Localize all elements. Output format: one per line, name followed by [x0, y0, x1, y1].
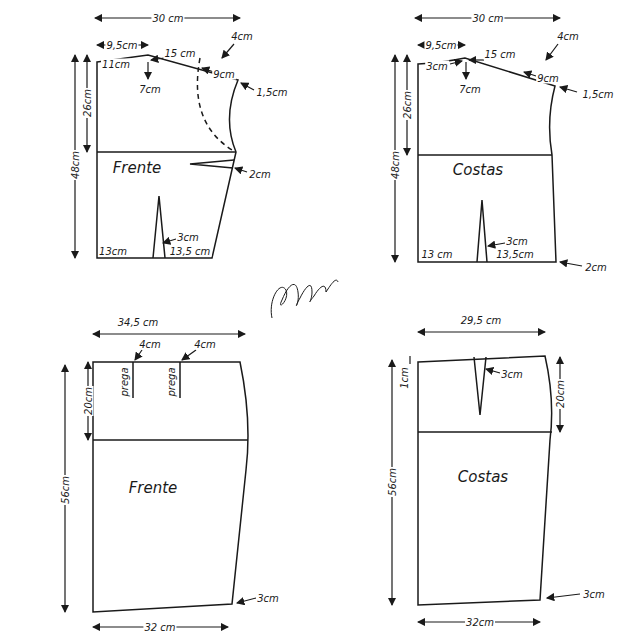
pattern-line [93, 439, 248, 441]
dimension-label: 30 cm [471, 13, 504, 24]
pattern-line [132, 362, 134, 398]
pleat-label: prega [166, 366, 177, 397]
dimension-label: 13 cm [420, 249, 453, 260]
dimension-label: 4cm [556, 31, 580, 42]
pattern-line [153, 196, 165, 258]
dimension-label: 4cm [230, 31, 254, 42]
dimension-label: 1cm [399, 366, 410, 390]
dimension-label: 4cm [138, 339, 162, 350]
pattern-line [97, 55, 238, 258]
dimension-label: 9,5cm [105, 40, 138, 51]
pattern-piece: Frente [92, 48, 250, 262]
dimension-label: 48cm [70, 150, 81, 180]
pattern-piece: Costas [413, 350, 558, 610]
pattern-line [418, 356, 552, 605]
pattern-line [418, 431, 552, 433]
dimension-label: 3cm [500, 369, 524, 380]
dimension-label: 2cm [584, 262, 608, 273]
piece-name: Frente [113, 160, 162, 177]
pattern-line [474, 357, 486, 415]
pattern-line [418, 154, 552, 156]
dimension-label: 3cm [582, 589, 606, 600]
dimension-label: 3cm [176, 232, 200, 243]
pattern-line [418, 58, 556, 262]
dimension-label: 9cm [212, 69, 236, 80]
dimension-label: 15 cm [483, 49, 516, 60]
dimension-label: 26cm [402, 90, 413, 120]
dimension-label: 2cm [248, 169, 272, 180]
dimension-label: 20cm [555, 379, 566, 409]
dimension-label: 3cm [425, 61, 449, 72]
pleat-label: prega [119, 366, 130, 397]
dimension-label: 4cm [193, 339, 217, 350]
pattern-line [179, 362, 181, 398]
dimension-label: 20cm [83, 386, 94, 416]
dimension-label: 30 cm [151, 13, 184, 24]
dimension-label: 13,5 cm [169, 246, 212, 257]
dimension-label: 48cm [390, 150, 401, 180]
dimension-label: 56cm [387, 467, 398, 497]
dimension-label: 7cm [458, 84, 482, 95]
dimension-label: 29,5 cm [460, 315, 503, 326]
piece-name: Frente [129, 480, 178, 497]
dimension-label: 15 cm [163, 48, 196, 59]
dimension-label: 26cm [82, 88, 93, 118]
pattern-line [190, 160, 234, 168]
dimension-label: 1,5cm [581, 89, 614, 100]
dimension-label: 13cm [98, 246, 128, 257]
dimension-label: 3cm [505, 236, 529, 247]
dimension-label: 3cm [256, 593, 280, 604]
dimension-label: 56cm [60, 475, 71, 505]
pattern-outline [92, 48, 250, 262]
piece-name: Costas [453, 162, 503, 179]
dimension-label: 1,5cm [255, 87, 288, 98]
dimension-label: 9cm [536, 73, 560, 84]
piece-name: Costas [458, 469, 508, 486]
dimension-label: 7cm [138, 84, 162, 95]
dimension-label: 13,5cm [495, 249, 535, 260]
pattern-line [477, 200, 487, 262]
dimension-label: 11cm [101, 59, 131, 70]
dimension-label: 32 cm [143, 622, 176, 633]
dimension-label: 32cm [465, 617, 495, 628]
dimension-label: 9,5cm [424, 40, 457, 51]
dimension-label: 34,5 cm [117, 317, 160, 328]
pattern-line [93, 362, 248, 612]
pattern-line [97, 151, 236, 153]
